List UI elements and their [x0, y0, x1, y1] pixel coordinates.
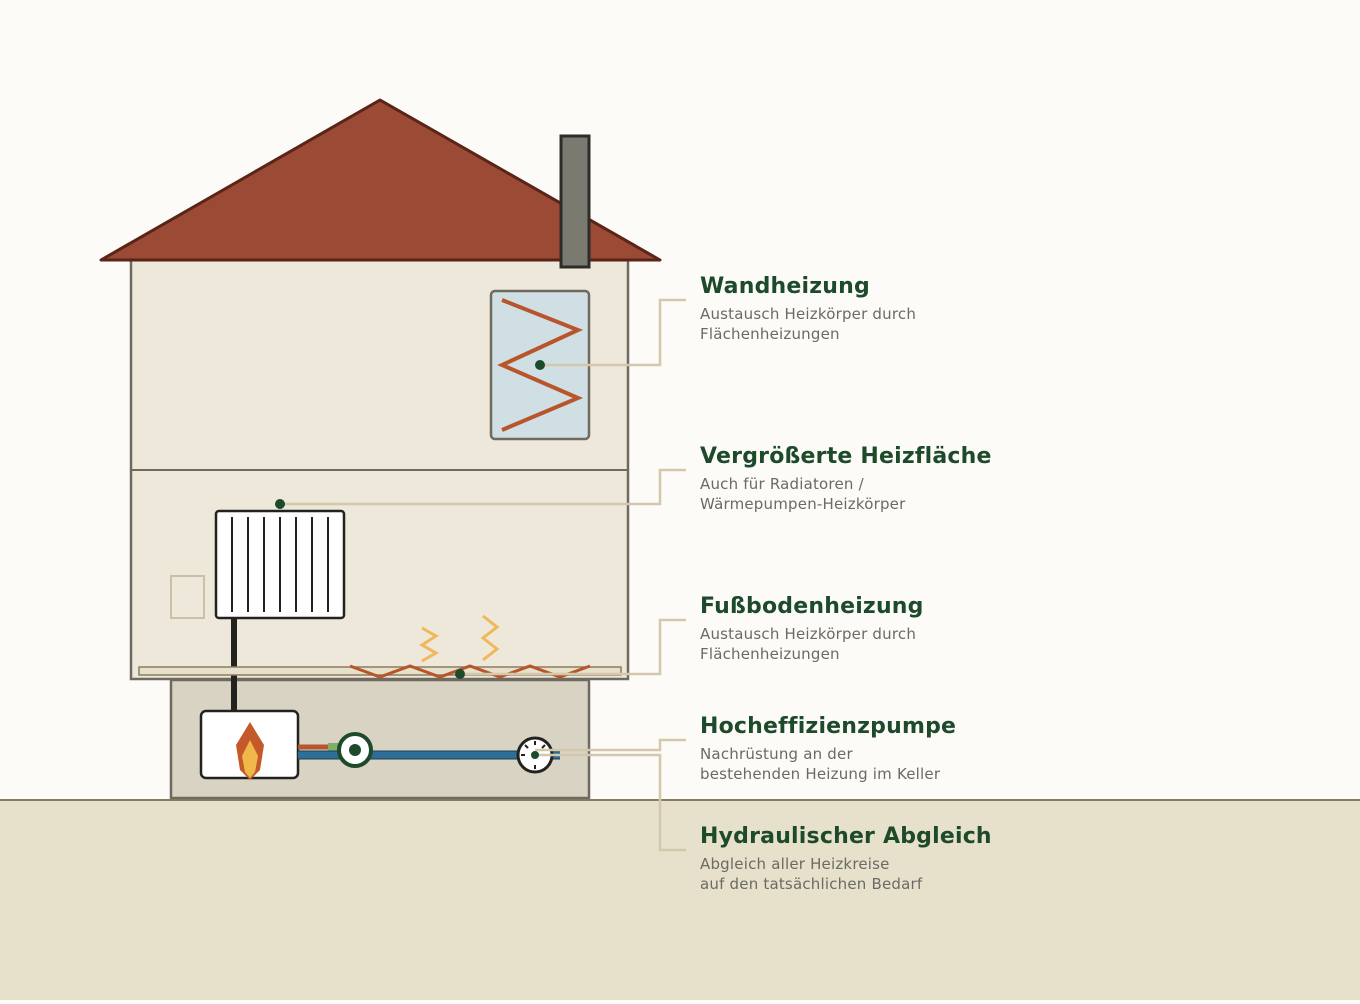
callout-line-1: Auch für Radiatoren /: [700, 475, 864, 493]
callout-wandheizung: Wandheizung Austausch Heizkörper durch F…: [700, 274, 1300, 344]
callout-description: Austausch Heizkörper durch Flächenheizun…: [700, 624, 1300, 664]
heat-wave-icon: [480, 614, 500, 662]
callout-line-2: bestehenden Heizung im Keller: [700, 765, 941, 783]
callout-dot: [531, 751, 539, 759]
callout-fussbodenheizung: Fußbodenheizung Austausch Heizkörper dur…: [700, 594, 1300, 664]
callout-description: Austausch Heizkörper durch Flächenheizun…: [700, 304, 1300, 344]
callout-line-1: Abgleich aller Heizkreise: [700, 855, 890, 873]
callout-hydraulischer-abgleich: Hydraulischer Abgleich Abgleich aller He…: [700, 824, 1300, 894]
callout-title: Hocheffizienzpumpe: [700, 714, 957, 739]
callout-hocheffizienzpumpe: Hocheffizienzpumpe Nachrüstung an der be…: [700, 714, 1300, 784]
callout-lines: [280, 298, 686, 852]
ground: [0, 800, 1360, 1000]
callout-description: Abgleich aller Heizkreise auf den tatsäc…: [700, 854, 1300, 894]
callout-line-1: Austausch Heizkörper durch: [700, 305, 917, 323]
boiler-flame-inner: [242, 740, 258, 778]
roof: [99, 98, 662, 262]
radiator-ribs: [231, 517, 329, 612]
callout-line-pumpe: [535, 738, 686, 752]
wall-heating-pipe: [497, 298, 584, 432]
callout-line-wandheizung: [540, 298, 686, 367]
floor-slab: [138, 666, 622, 676]
callout-title: Vergrößerte Heizfläche: [700, 444, 992, 469]
callout-title: Hydraulischer Abgleich: [700, 824, 992, 849]
callout-line-2: auf den tatsächlichen Bedarf: [700, 875, 923, 893]
callout-title: Wandheizung: [700, 274, 870, 299]
callout-description: Nachrüstung an der bestehenden Heizung i…: [700, 744, 1300, 784]
callout-dot: [455, 669, 465, 679]
callout-line-fussboden: [460, 618, 686, 676]
callout-title: Fußbodenheizung: [700, 594, 924, 619]
callout-dot: [535, 360, 545, 370]
wall-box: [170, 575, 205, 619]
callout-line-1: Austausch Heizkörper durch: [700, 625, 917, 643]
chimney: [559, 134, 591, 269]
callout-line-2: Flächenheizungen: [700, 325, 840, 343]
heat-wave-icon: [419, 626, 440, 663]
house-wall: [129, 256, 630, 681]
callout-line-1: Nachrüstung an der: [700, 745, 853, 763]
callout-line-2: Flächenheizungen: [700, 645, 840, 663]
callout-line-2: Wärmepumpen-Heizkörper: [700, 495, 906, 513]
pump-rotor: [349, 744, 361, 756]
callout-dot: [275, 499, 285, 509]
pipe-fitting: [328, 743, 338, 751]
callout-line-heizflaeche: [280, 468, 686, 506]
callout-vergroesserte-heizflaeche: Vergrößerte Heizfläche Auch für Radiator…: [700, 444, 1300, 514]
callout-line-abgleich: [535, 753, 686, 852]
callout-description: Auch für Radiatoren / Wärmepumpen-Heizkö…: [700, 474, 1300, 514]
